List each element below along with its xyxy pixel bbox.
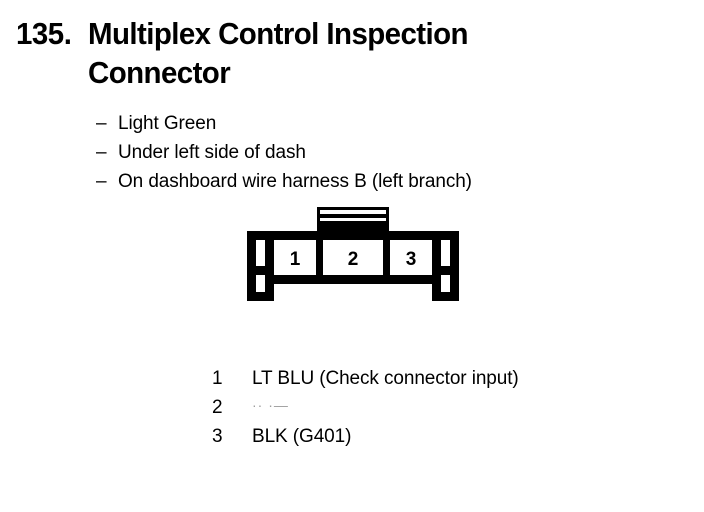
title-row: 135. Multiplex Control Inspection Connec… [16,14,656,92]
pin-legend-table: 1 LT BLU (Check connector input) 2 ·· ·—… [212,364,652,451]
note-text: Light Green [118,113,217,134]
page-title: 135. Multiplex Control Inspection Connec… [16,14,656,92]
cavity-number-3: 3 [406,249,417,270]
connector-cavity-dividers [316,231,390,284]
table-row: 1 LT BLU (Check connector input) [212,364,652,393]
dash-bullet-icon: – [96,113,107,134]
cavity-number-1: 1 [290,249,301,270]
note-text: Under left side of dash [118,142,306,163]
notes-list: – Light Green – Under left side of dash … [96,109,656,196]
cavity-number-2: 2 [348,249,359,270]
legend-pin-value: LT BLU (Check connector input) [252,368,519,389]
legend-pin-number: 3 [212,426,223,447]
section-title: Multiplex Control Inspection Connector [88,16,469,90]
legend-pin-value: ·· ·— [252,397,289,413]
dash-bullet-icon: – [96,171,107,192]
legend-pin-number: 1 [212,368,223,389]
note-text: On dashboard wire harness B (left branch… [118,171,472,192]
list-item: – On dashboard wire harness B (left bran… [96,167,656,196]
list-item: – Light Green [96,109,656,138]
legend-pin-number: 2 [212,397,223,418]
section-number: 135. [16,16,72,51]
connector-drawing-icon: 1 2 3 [247,207,459,301]
table-row: 3 BLK (G401) [212,422,652,451]
list-item: – Under left side of dash [96,138,656,167]
legend-pin-value: BLK (G401) [252,426,352,447]
connector-housing [247,231,459,301]
connector-locking-tab [317,207,389,231]
table-row: 2 ·· ·— [212,393,652,422]
dash-bullet-icon: – [96,142,107,163]
connector-diagram: 1 2 3 [243,206,463,308]
